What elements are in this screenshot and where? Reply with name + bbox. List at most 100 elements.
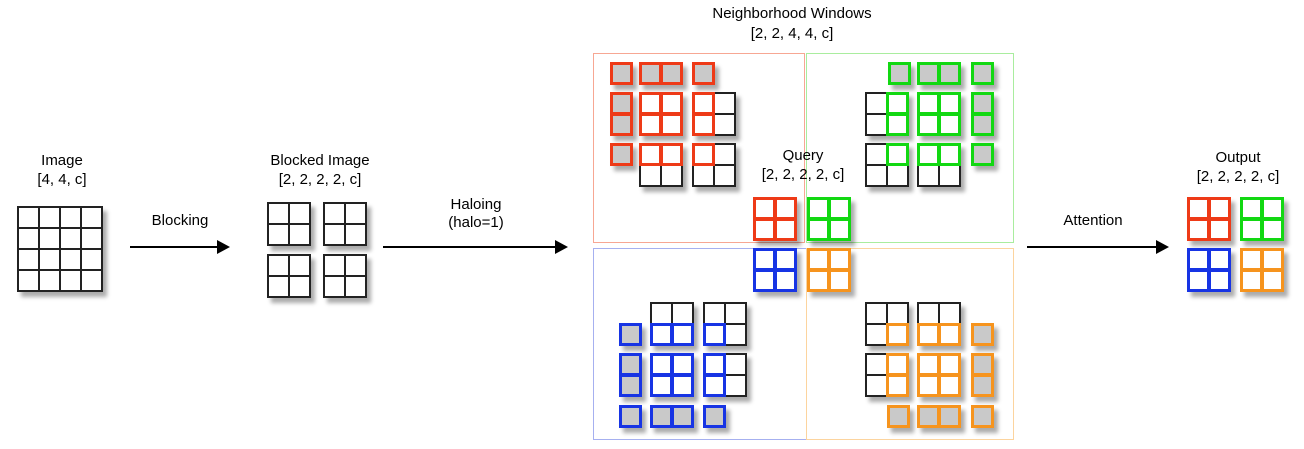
window-orange-block [917, 353, 961, 397]
grid-cell [692, 113, 715, 136]
grid-cell [971, 143, 994, 166]
haloing-label-line1: Haloing [450, 196, 502, 213]
blocked-image-shape: [2, 2, 2, 2, c] [278, 171, 362, 188]
grid-cell [610, 113, 633, 136]
grid-cell [724, 323, 747, 346]
window-orange-halo-corner [865, 302, 909, 346]
window-orange-pad [887, 405, 910, 428]
grid-cell [692, 92, 715, 115]
grid-cell [671, 302, 694, 325]
grid-cell [865, 164, 888, 187]
grid-cell [865, 353, 888, 376]
grid-cell [703, 302, 726, 325]
grid-cell [38, 248, 61, 271]
grid-cell [865, 374, 888, 397]
window-green-pad [971, 92, 994, 136]
grid-cell [886, 353, 909, 376]
grid-cell [887, 405, 910, 428]
grid-cell [713, 92, 736, 115]
window-orange-halo-top [917, 302, 961, 346]
grid-cell [1208, 248, 1231, 271]
grid-cell [886, 92, 909, 115]
grid-cell [971, 374, 994, 397]
window-red-pad [610, 143, 633, 166]
grid-cell [971, 323, 994, 346]
grid-cell [1261, 269, 1284, 292]
blocked-block-tr [323, 202, 367, 246]
window-green-halo-corner [865, 143, 909, 187]
grid-cell [267, 275, 290, 298]
grid-cell [692, 143, 715, 166]
grid-cell [938, 323, 961, 346]
grid-cell [971, 353, 994, 376]
grid-cell [703, 374, 726, 397]
grid-cell [713, 143, 736, 166]
grid-cell [865, 323, 888, 346]
grid-cell [671, 405, 694, 428]
grid-cell [917, 164, 940, 187]
grid-cell [917, 374, 940, 397]
window-blue-halo-corner [703, 302, 747, 346]
window-red-block [639, 92, 683, 136]
grid-cell [692, 62, 715, 85]
grid-cell [886, 323, 909, 346]
grid-cell [971, 113, 994, 136]
window-box-green [806, 53, 1014, 243]
grid-cell [80, 248, 103, 271]
blocking-arrow-label: Blocking [151, 212, 209, 229]
window-blue-halo-top [650, 302, 694, 346]
grid-cell [865, 92, 888, 115]
grid-cell [713, 164, 736, 187]
grid-cell [917, 92, 940, 115]
grid-cell [774, 248, 797, 271]
output-block-blue [1187, 248, 1231, 292]
grid-cell [753, 197, 776, 220]
grid-cell [774, 269, 797, 292]
grid-cell [938, 374, 961, 397]
grid-cell [917, 323, 940, 346]
grid-cell [323, 223, 346, 246]
grid-cell [610, 92, 633, 115]
grid-cell [323, 254, 346, 277]
grid-cell [938, 164, 961, 187]
grid-cell [724, 353, 747, 376]
grid-cell [1240, 269, 1263, 292]
grid-cell [807, 218, 830, 241]
grid-cell [38, 206, 61, 229]
grid-cell [671, 353, 694, 376]
grid-cell [344, 202, 367, 225]
grid-cell [807, 197, 830, 220]
grid-cell [753, 248, 776, 271]
grid-cell [59, 269, 82, 292]
grid-cell [703, 323, 726, 346]
grid-cell [660, 164, 683, 187]
attention-arrow [1027, 240, 1169, 254]
grid-cell [619, 374, 642, 397]
window-green-pad [888, 62, 911, 85]
window-blue-pad [650, 405, 694, 428]
arrow-head-icon [1156, 240, 1169, 254]
grid-cell [828, 197, 851, 220]
output-block-orange [1240, 248, 1284, 292]
window-blue-halo-right [703, 353, 747, 397]
grid-cell [650, 405, 673, 428]
grid-cell [17, 248, 40, 271]
grid-cell [288, 223, 311, 246]
grid-cell [938, 353, 961, 376]
grid-cell [38, 269, 61, 292]
blocked-block-bl [267, 254, 311, 298]
window-orange-pad [917, 405, 961, 428]
grid-cell [886, 374, 909, 397]
window-blue-pad [619, 405, 642, 428]
grid-cell [828, 269, 851, 292]
grid-cell [753, 218, 776, 241]
query-block-blue [753, 248, 797, 292]
grid-cell [917, 143, 940, 166]
grid-cell [59, 206, 82, 229]
grid-cell [774, 218, 797, 241]
grid-cell [323, 275, 346, 298]
haloing-label-line2: (halo=1) [448, 214, 504, 231]
window-green-block [917, 92, 961, 136]
window-green-halo-bottom [917, 143, 961, 187]
